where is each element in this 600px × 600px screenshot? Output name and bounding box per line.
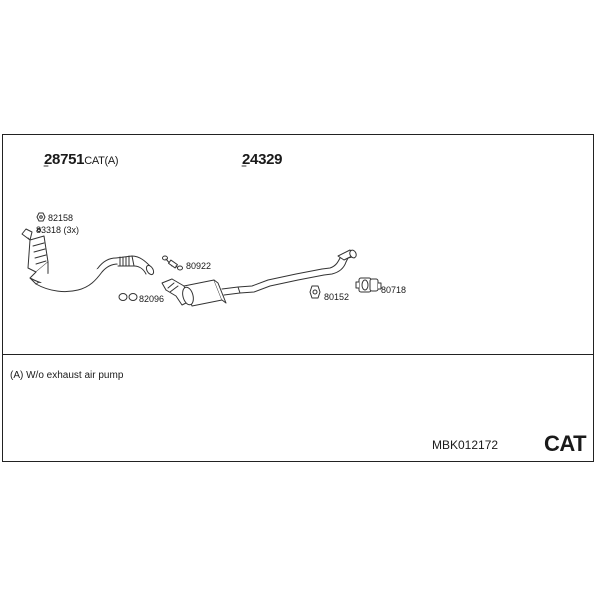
part-label-82158: 82158 <box>48 213 74 223</box>
part-label-82096: 82096 <box>139 294 165 304</box>
assembly-number-left: 28751 <box>44 151 85 168</box>
hanger-icon <box>309 285 321 299</box>
nut-icon <box>36 212 46 222</box>
part-label-83318-text: 83318 (3x) <box>36 225 80 235</box>
assembly-label-left: 28751CAT(A) <box>44 151 119 168</box>
clamp-icon <box>355 277 382 293</box>
bracket-icon <box>162 255 183 271</box>
bolt-icon <box>36 227 42 233</box>
part-label-83318: 83318 (3x) <box>36 225 79 235</box>
kit-reference: MBK012172 <box>432 438 499 452</box>
category-label: CAT <box>544 431 587 456</box>
assembly-number-right: 24329 <box>242 151 283 168</box>
diagram-frame <box>2 134 594 462</box>
gasket-rings-icon <box>118 293 138 301</box>
notes-divider <box>2 354 594 355</box>
middle-silencer-drawing <box>161 249 357 307</box>
part-label-80152: 80152 <box>324 292 350 302</box>
footnote: (A) W/o exhaust air pump <box>10 370 124 381</box>
assembly-label-right: 24329 <box>242 151 283 168</box>
part-label-80922: 80922 <box>186 261 212 271</box>
part-label-80718: 80718 <box>381 285 407 295</box>
catalytic-converter-drawing <box>21 228 155 293</box>
assembly-suffix-left: CAT(A) <box>84 155 119 167</box>
